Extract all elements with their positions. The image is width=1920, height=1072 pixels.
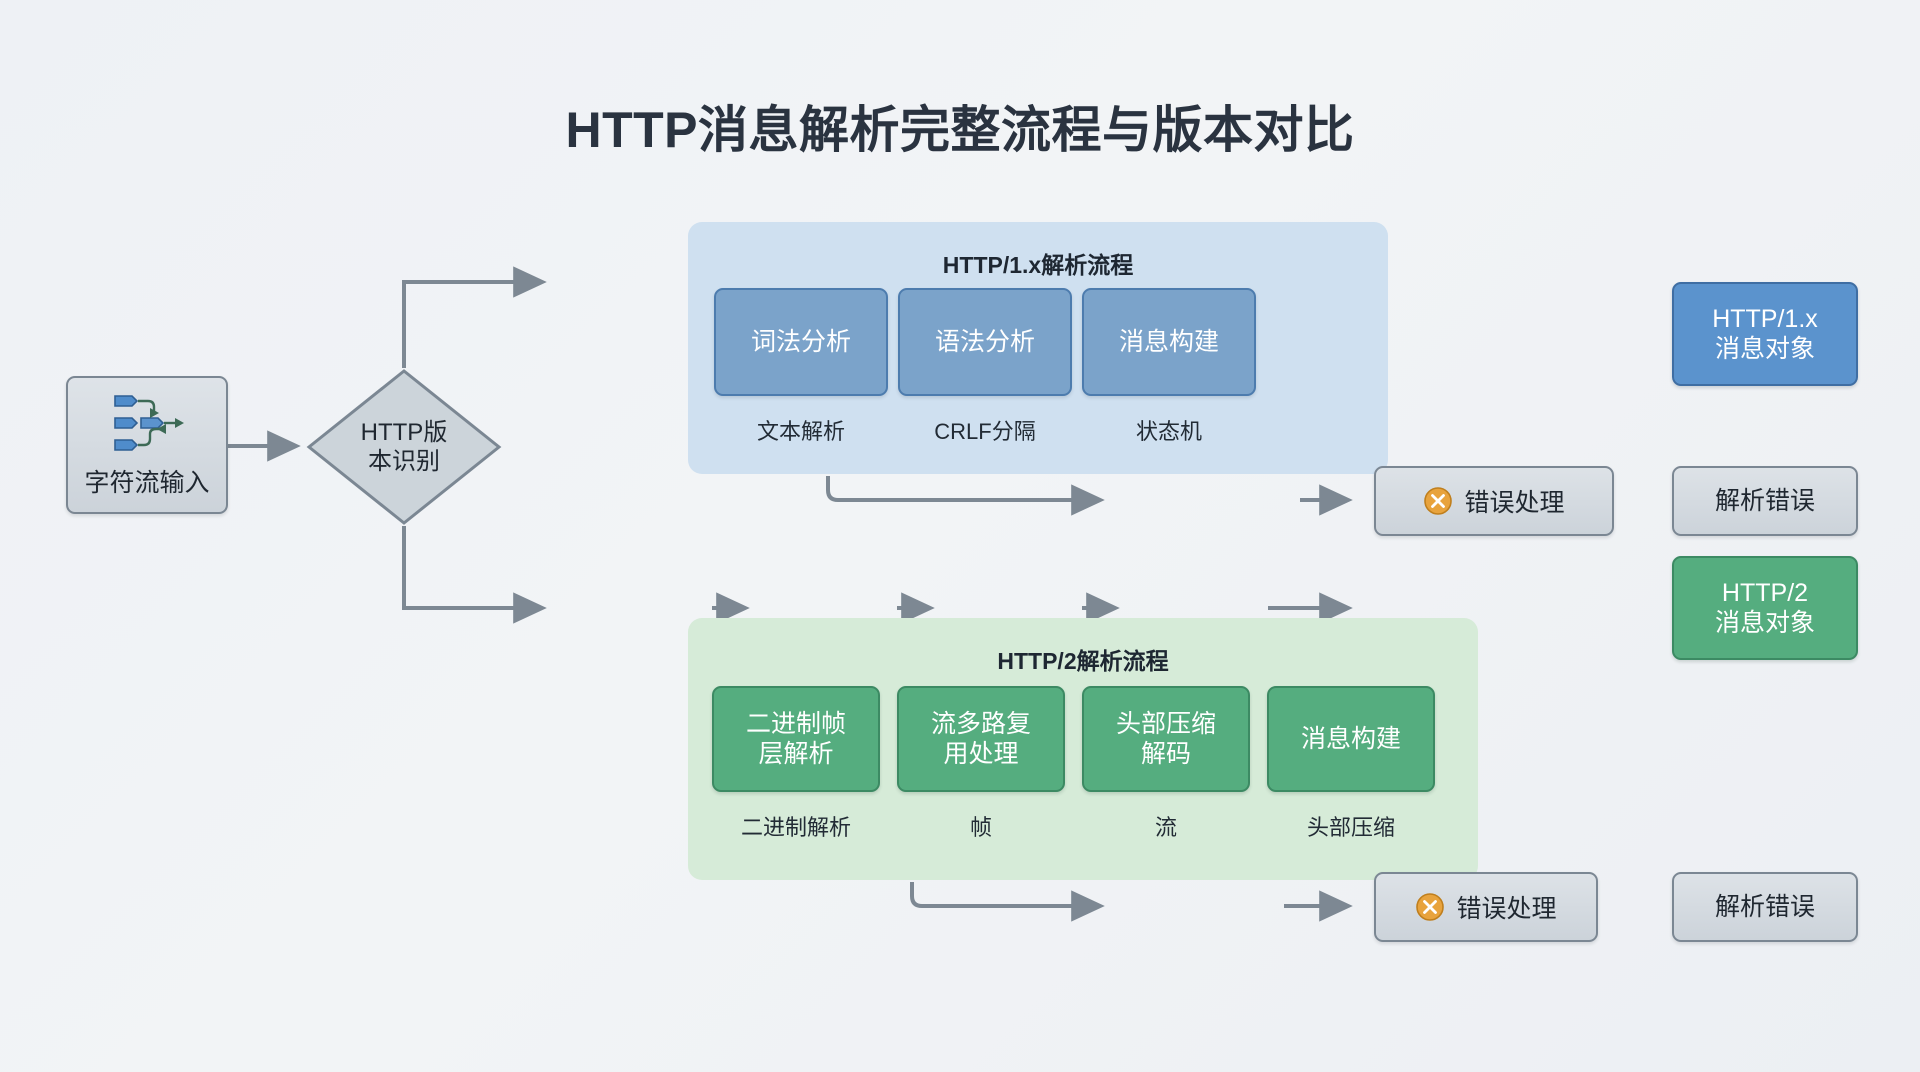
http1-error-label: 错误处理 — [1464, 489, 1565, 517]
http2-step-3[interactable]: 头部压缩 解码 — [1082, 686, 1250, 792]
http2-error-result[interactable]: 解析错误 — [1672, 872, 1858, 942]
http1-step-1[interactable]: 词法分析 — [714, 288, 888, 396]
edge-http2-to-error — [910, 882, 1105, 922]
edge-http1-to-error — [826, 476, 1105, 516]
http2-step-1[interactable]: 二进制帧 层解析 — [712, 686, 880, 792]
http2-sublabel-3: 流 — [1154, 815, 1177, 840]
http2-error-node[interactable]: 错误处理 — [1374, 872, 1598, 942]
http1-sublabel-3: 状态机 — [1135, 419, 1202, 444]
group-title-http2: HTTP/2解析流程 — [997, 648, 1169, 674]
group-title-http1: HTTP/1.x解析流程 — [942, 252, 1134, 278]
decision-node-label: HTTP版 本识别 — [360, 418, 448, 475]
http1-step-3[interactable]: 消息构建 — [1082, 288, 1256, 396]
http1-result-message-object[interactable]: HTTP/1.x 消息对象 — [1672, 282, 1858, 386]
http2-error-label: 错误处理 — [1456, 895, 1557, 923]
http2-step-2[interactable]: 流多路复 用处理 — [897, 686, 1065, 792]
http1-sublabel-1: 文本解析 — [756, 419, 845, 444]
http1-sublabel-2: CRLF分隔 — [934, 419, 1036, 444]
http1-step-2[interactable]: 语法分析 — [898, 288, 1072, 396]
http2-sublabel-1: 二进制解析 — [740, 815, 851, 840]
error-circle-x-icon — [1424, 487, 1453, 515]
http2-sublabel-2: 帧 — [969, 815, 992, 840]
edge-decision-to-http2 — [402, 526, 547, 624]
http2-result-message-object[interactable]: HTTP/2 消息对象 — [1672, 556, 1858, 660]
http2-step-4[interactable]: 消息构建 — [1267, 686, 1435, 792]
http1-error-node[interactable]: 错误处理 — [1374, 466, 1614, 536]
edge-decision-to-http1 — [402, 266, 547, 368]
http1-error-result[interactable]: 解析错误 — [1672, 466, 1858, 536]
error-circle-x-icon — [1416, 893, 1445, 921]
input-node-label: 字符流输入 — [84, 469, 210, 497]
diamond-shape — [306, 369, 502, 525]
page-title: HTTP消息解析完整流程与版本对比 — [565, 102, 1355, 158]
decision-node-http-version[interactable]: HTTP版 本识别 — [306, 368, 502, 526]
input-node-char-stream[interactable]: 字符流输入 — [66, 376, 228, 514]
stream-flow-icon — [114, 395, 184, 451]
http2-sublabel-4: 头部压缩 — [1306, 815, 1395, 840]
